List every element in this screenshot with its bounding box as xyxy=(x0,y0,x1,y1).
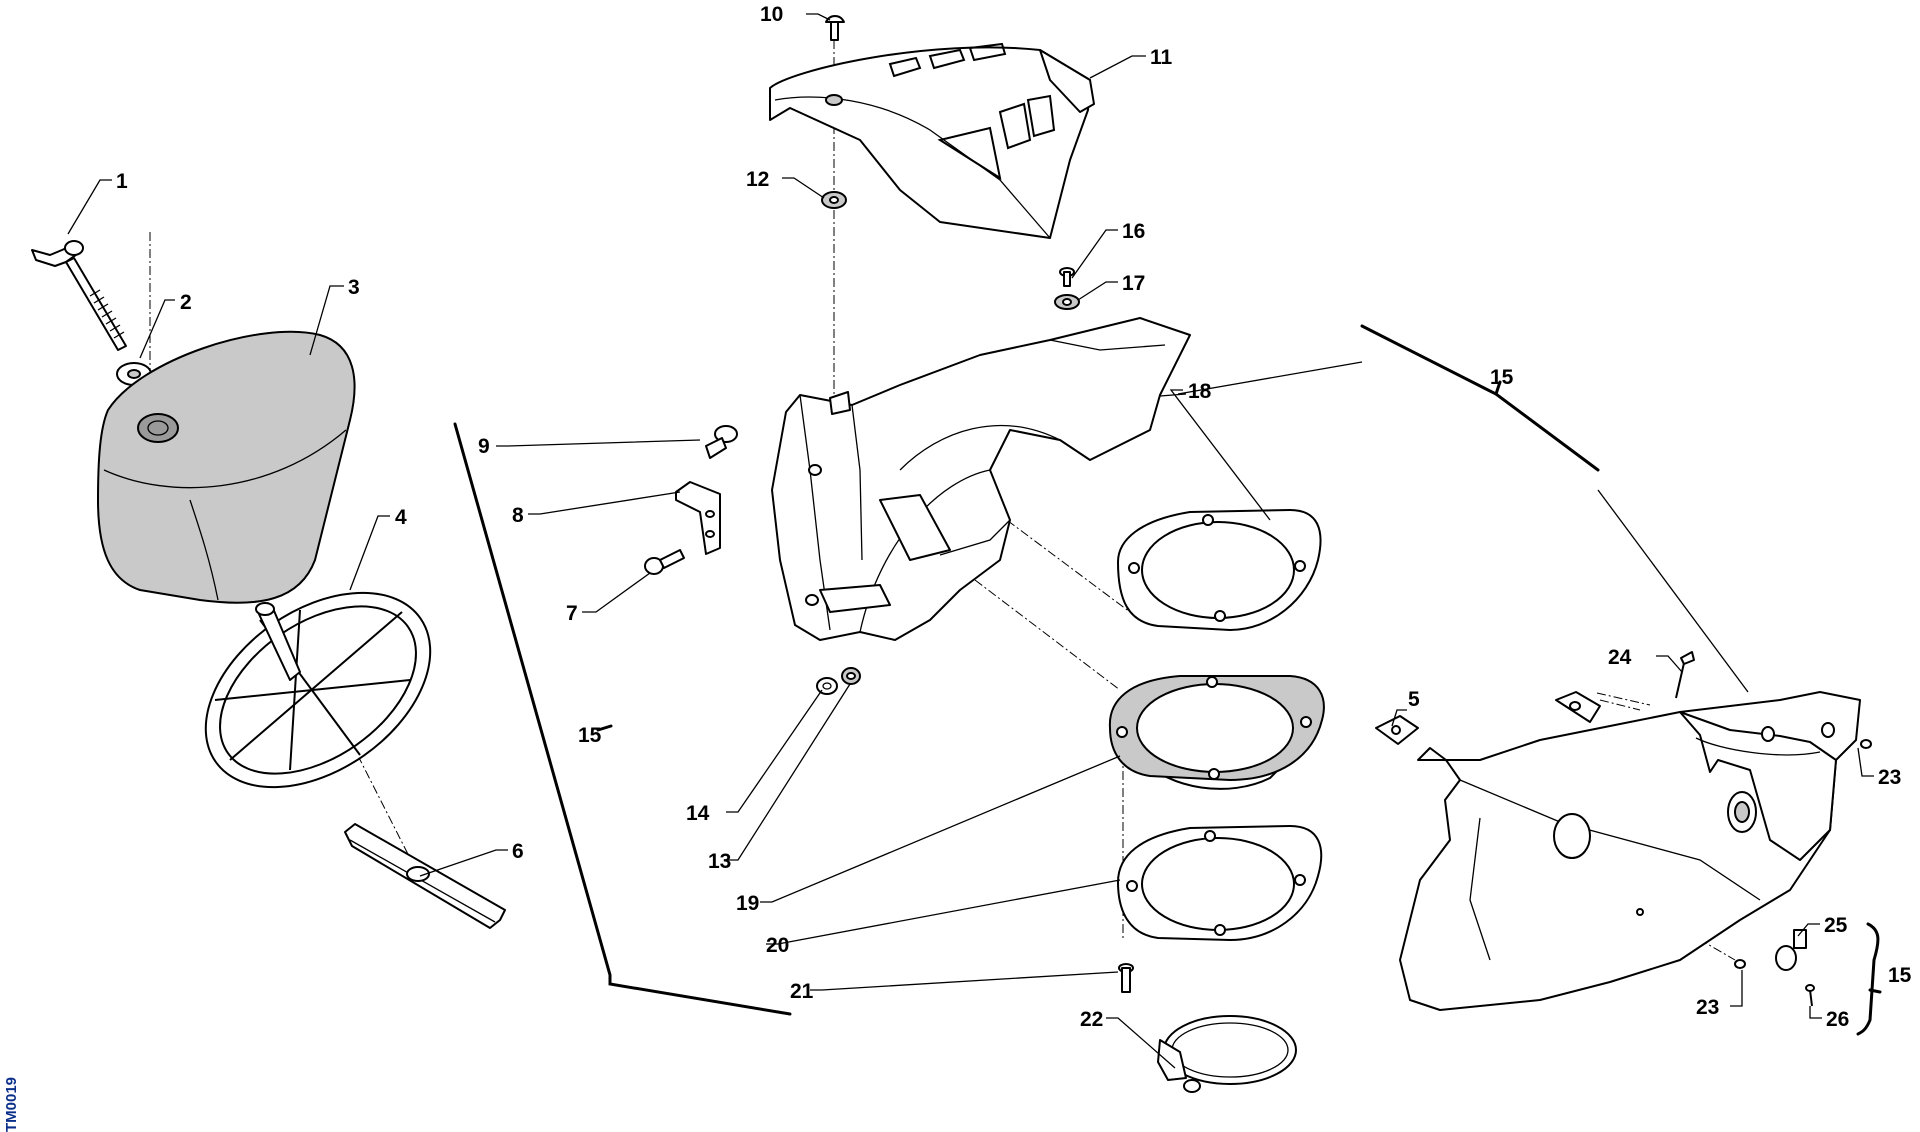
callout-23-bottom: 23 xyxy=(1696,996,1719,1019)
part-nut-13 xyxy=(841,667,861,685)
callout-3: 3 xyxy=(348,276,360,299)
part-clamp-25 xyxy=(1775,929,1807,971)
callout-7: 7 xyxy=(566,602,578,625)
part-plate-24 xyxy=(1555,691,1601,723)
callout-12: 12 xyxy=(746,168,769,191)
part-washer-12 xyxy=(821,191,847,209)
callout-15-right: 15 xyxy=(1888,964,1912,987)
part-screw-9 xyxy=(705,425,738,459)
part-tank-cover xyxy=(97,330,356,604)
part-gasket-18 xyxy=(1117,509,1322,631)
part-screw-16 xyxy=(1059,267,1075,287)
callout-6: 6 xyxy=(512,840,524,863)
part-screw-23 xyxy=(1734,739,1872,969)
part-chute-housing xyxy=(771,317,1191,641)
part-screw-26 xyxy=(1805,984,1815,1007)
part-bracket-8 xyxy=(675,481,721,555)
part-blade xyxy=(344,823,506,929)
callout-2: 2 xyxy=(180,291,192,314)
callout-20: 20 xyxy=(766,934,789,957)
leader-lines xyxy=(67,13,1874,1069)
part-hose-clamp xyxy=(1157,1015,1297,1093)
callout-21: 21 xyxy=(790,980,814,1003)
callout-5: 5 xyxy=(1408,688,1420,711)
callout-15-left: 15 xyxy=(578,724,602,747)
callout-labels: 1 2 3 4 5 6 7 8 9 10 11 12 13 14 15 15 1… xyxy=(3,3,1912,1132)
assembly-15-brackets xyxy=(453,324,1882,1036)
callout-18: 18 xyxy=(1188,380,1212,403)
part-gasket-20 xyxy=(1117,825,1323,941)
callout-4: 4 xyxy=(395,506,407,529)
part-flange-19 xyxy=(1108,675,1325,790)
callout-11: 11 xyxy=(1150,46,1173,69)
diagram-code: TM0019 xyxy=(3,1077,20,1132)
part-screw-10 xyxy=(825,15,845,106)
callout-8: 8 xyxy=(512,504,524,527)
callout-25: 25 xyxy=(1824,914,1848,937)
callout-26: 26 xyxy=(1826,1008,1849,1031)
callout-22: 22 xyxy=(1080,1008,1103,1031)
callout-23-top: 23 xyxy=(1878,766,1901,789)
part-screw-21 xyxy=(1118,963,1134,993)
callout-1: 1 xyxy=(116,170,128,193)
part-clip-5 xyxy=(1375,715,1419,745)
callout-17: 17 xyxy=(1122,272,1145,295)
part-top-cover xyxy=(769,42,1095,239)
part-oval-grille xyxy=(204,591,432,789)
part-nut-14 xyxy=(816,677,838,695)
part-screw-7 xyxy=(644,549,685,575)
callout-19: 19 xyxy=(736,892,759,915)
callout-15-top: 15 xyxy=(1490,366,1514,389)
callout-16: 16 xyxy=(1122,220,1145,243)
callout-24: 24 xyxy=(1608,646,1632,669)
part-side-deflector xyxy=(1399,691,1861,1011)
callout-14: 14 xyxy=(686,802,710,825)
callout-13: 13 xyxy=(708,850,731,873)
part-screw-24 xyxy=(1675,651,1695,699)
part-washer-17 xyxy=(1054,294,1080,310)
callout-10: 10 xyxy=(760,3,783,26)
part-wing-bolt xyxy=(31,240,127,351)
callout-9: 9 xyxy=(478,435,490,458)
